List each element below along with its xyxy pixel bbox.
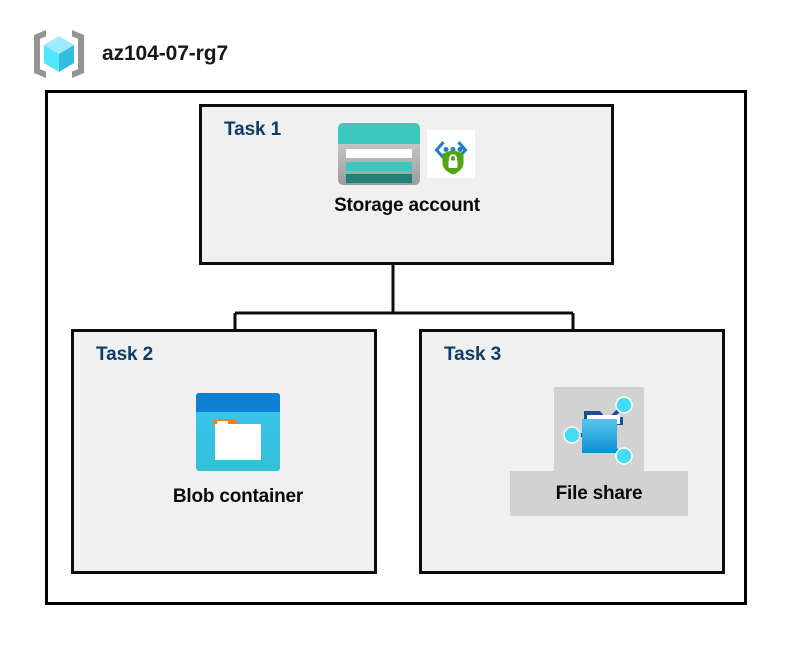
storage-account-caption: Storage account [334, 195, 480, 216]
file-share-icon [563, 396, 633, 465]
storage-icon-row [337, 122, 475, 186]
file-share-caption-highlight: File share [510, 471, 688, 516]
storage-account-icon [338, 123, 420, 185]
task-3-label: Task 3 [444, 344, 502, 365]
task-1-label: Task 1 [224, 119, 282, 140]
blob-container-icon [196, 393, 280, 471]
task-2-label: Task 2 [96, 344, 154, 365]
resource-group-header: az104-07-rg7 [30, 26, 228, 82]
private-endpoint-shield-icon [427, 130, 475, 178]
resource-group-name: az104-07-rg7 [102, 42, 229, 65]
storage-account-node[interactable]: Storage account [291, 122, 521, 217]
file-share-icon-highlight [554, 387, 644, 471]
blob-container-node[interactable]: Blob container [152, 392, 324, 508]
file-share-node[interactable]: File share [510, 387, 688, 516]
blob-container-caption: Blob container [172, 486, 304, 507]
resource-group-cube-icon [34, 30, 84, 78]
file-share-caption: File share [555, 482, 643, 504]
